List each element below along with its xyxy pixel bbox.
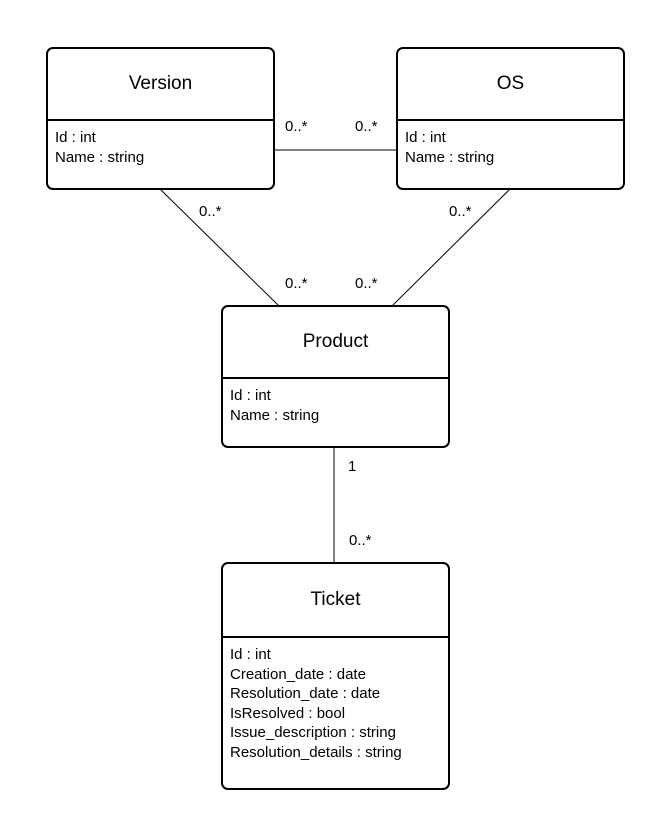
association-line-version-product — [159, 188, 280, 307]
multiplicity-product-ticket-product-end: 1 — [348, 458, 357, 475]
attribute: Id : int — [405, 129, 446, 146]
attribute: Id : int — [230, 646, 271, 663]
class-ticket-attributes: Id : int Creation_date : date Resolution… — [223, 638, 448, 762]
multiplicity-version-product-version-end: 0..* — [199, 203, 222, 220]
class-version[interactable]: Version Id : int Name : string — [46, 47, 275, 190]
class-ticket[interactable]: Ticket Id : int Creation_date : date Res… — [221, 562, 450, 790]
attribute: Id : int — [230, 387, 271, 404]
multiplicity-version-os-os-end: 0..* — [355, 118, 378, 135]
association-line-os-product — [391, 188, 511, 307]
attribute: Resolution_date : date — [230, 685, 381, 702]
class-product-name: Product — [223, 307, 448, 379]
class-os[interactable]: OS Id : int Name : string — [396, 47, 625, 190]
attribute: IsResolved : bool — [230, 704, 346, 722]
class-version-name: Version — [48, 49, 273, 121]
class-os-name: OS — [398, 49, 623, 121]
class-ticket-name: Ticket — [223, 564, 448, 638]
attribute: Issue_description : string — [230, 724, 396, 741]
multiplicity-os-product-os-end: 0..* — [449, 203, 472, 220]
multiplicity-os-product-product-end: 0..* — [355, 275, 378, 292]
class-product-attributes: Id : int Name : string — [223, 379, 448, 425]
multiplicity-product-ticket-ticket-end: 0..* — [349, 532, 372, 549]
attribute: Name : string — [405, 148, 495, 166]
attribute: Resolution_details : string — [230, 743, 402, 761]
class-product[interactable]: Product Id : int Name : string — [221, 305, 450, 448]
class-version-attributes: Id : int Name : string — [48, 121, 273, 167]
attribute: Id : int — [55, 129, 96, 146]
attribute: Name : string — [230, 406, 320, 424]
attribute: Creation_date : date — [230, 665, 366, 683]
attribute: Name : string — [55, 148, 145, 166]
multiplicity-version-product-product-end: 0..* — [285, 275, 308, 292]
class-os-attributes: Id : int Name : string — [398, 121, 623, 167]
multiplicity-version-os-version-end: 0..* — [285, 118, 308, 135]
